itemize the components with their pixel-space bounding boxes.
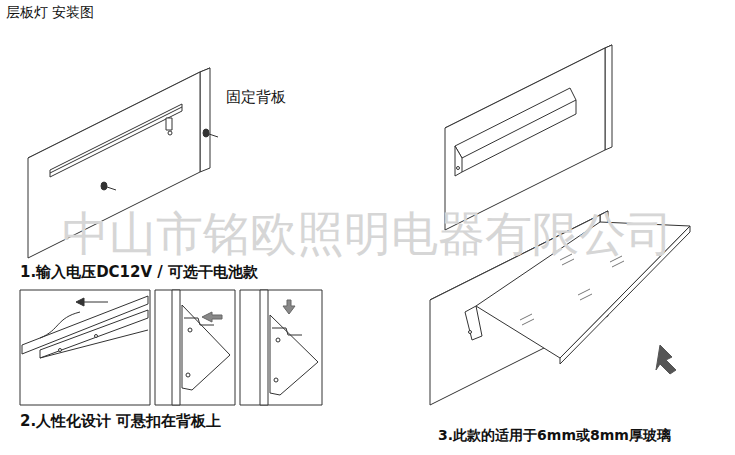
fixture-end [465, 306, 482, 340]
light-bar [50, 104, 182, 177]
screw-dot [276, 338, 280, 342]
screw-dot [188, 328, 192, 332]
bracket-profile [182, 305, 230, 390]
step-box [155, 290, 235, 405]
step-note: 2.人性化设计 可悬扣在背板上 [20, 412, 221, 430]
glass-reflection [520, 254, 624, 325]
push-arrow [202, 312, 222, 322]
wire [40, 312, 80, 338]
board-side [605, 45, 612, 150]
screw-dot [186, 373, 190, 377]
screw-dot [469, 331, 472, 334]
step-note: 3.此款的适用于6mm或8mm厚玻璃 [438, 427, 671, 444]
board-side [200, 68, 210, 172]
fixture-edge [462, 114, 576, 172]
screw [203, 129, 218, 137]
light-bar [40, 310, 148, 358]
board-front [445, 48, 605, 230]
bracket-hole [168, 131, 172, 135]
light-bar-edge [50, 107, 182, 173]
hook-step [272, 328, 302, 335]
watermark: 中山市铭欧照明电器有限公司 [62, 206, 673, 262]
screw-dot [95, 335, 98, 338]
screw-dot [274, 378, 278, 382]
screw [101, 182, 116, 190]
board-section [260, 290, 268, 405]
light-bar-edge [40, 330, 148, 358]
step-box [20, 290, 150, 405]
insert-arrow [656, 345, 676, 374]
fixture-edge [576, 100, 577, 114]
step-note: 1.输入电压DC12V / 可选干电池款 [20, 263, 258, 281]
part-label: 固定背板 [226, 88, 286, 106]
bracket-profile [270, 315, 318, 395]
pull-arrow-head [76, 298, 84, 306]
step-box [240, 290, 322, 405]
bracket [166, 118, 172, 130]
push-arrow [283, 300, 295, 314]
screw-dot [457, 167, 460, 170]
screw-dot [59, 349, 62, 352]
fixture-end [455, 146, 462, 176]
board-section [172, 290, 180, 405]
diagram-title: 层板灯 安装图 [6, 4, 94, 21]
